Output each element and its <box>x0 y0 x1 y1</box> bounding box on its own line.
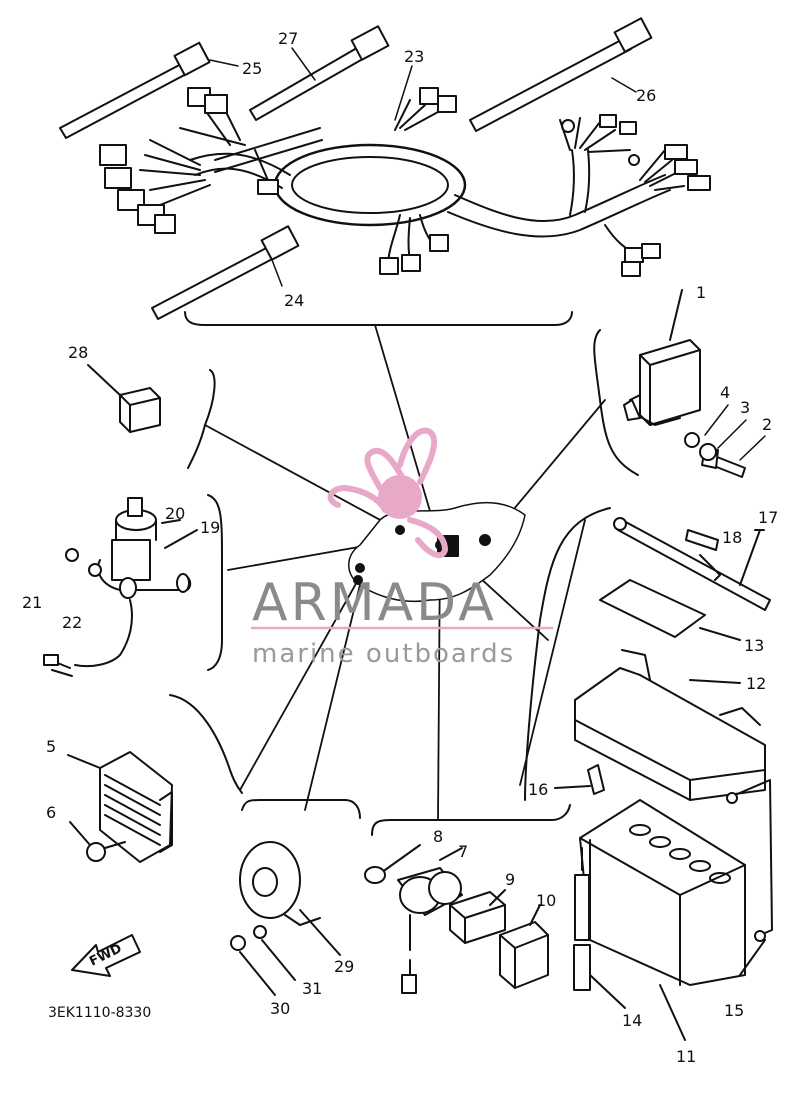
part-labels: 1 2 3 4 5 6 7 8 9 10 11 12 13 14 15 16 1… <box>22 29 778 1066</box>
sheet-13 <box>599 579 741 641</box>
battery-cover-12 <box>574 649 766 801</box>
part-label-15: 15 <box>724 1001 744 1020</box>
part-label-27: 27 <box>278 29 298 48</box>
starter-relay <box>364 844 463 994</box>
part-label-12: 12 <box>746 674 766 693</box>
fwd-arrow-icon <box>71 934 141 977</box>
watermark-brand: ARMADA <box>252 573 497 633</box>
bolt-30 <box>230 935 246 951</box>
part-label-31: 31 <box>302 979 322 998</box>
part-label-30: 30 <box>270 999 290 1018</box>
part-label-8: 8 <box>433 827 443 846</box>
washer-3 <box>699 443 717 461</box>
leader-31 <box>261 939 296 981</box>
cable-15 <box>726 779 773 976</box>
part-label-1: 1 <box>696 283 706 302</box>
washer-31 <box>253 925 267 939</box>
rectifier-regulator <box>67 751 173 863</box>
part-label-5: 5 <box>46 737 56 756</box>
part-label-17: 17 <box>758 508 778 527</box>
part-label-29: 29 <box>334 957 354 976</box>
battery-band-17 <box>613 517 771 611</box>
part-label-13: 13 <box>744 636 764 655</box>
screw-21 <box>65 548 79 562</box>
part-label-7: 7 <box>458 842 468 861</box>
part-label-20: 20 <box>165 504 185 523</box>
relay-10 <box>499 904 549 989</box>
part-label-9: 9 <box>505 870 515 889</box>
armada-logo <box>250 427 554 630</box>
part-label-4: 4 <box>720 383 730 402</box>
screw-6 <box>69 821 126 862</box>
part-label-18: 18 <box>722 528 742 547</box>
part-label-3: 3 <box>740 398 750 417</box>
part-label-6: 6 <box>46 803 56 822</box>
cover-28 <box>87 364 161 433</box>
horn <box>239 841 341 956</box>
section-brackets <box>169 329 639 836</box>
cable-ties <box>59 17 653 320</box>
battery-11 <box>579 799 746 1041</box>
main-switch <box>43 497 198 677</box>
part-label-2: 2 <box>762 415 772 434</box>
part-label-22: 22 <box>62 613 82 632</box>
part-label-23: 23 <box>404 47 424 66</box>
part-label-21: 21 <box>22 593 42 612</box>
vent-tube-14 <box>573 847 626 1009</box>
part-label-25: 25 <box>242 59 262 78</box>
part-label-24: 24 <box>284 291 304 310</box>
leader-30 <box>239 951 276 996</box>
part-label-16: 16 <box>528 780 548 799</box>
relay-9 <box>449 889 506 944</box>
part-label-11: 11 <box>676 1047 696 1066</box>
label-leaders <box>209 47 766 461</box>
part-label-14: 14 <box>622 1011 642 1030</box>
washer-4 <box>684 432 700 448</box>
bolt-18 <box>685 529 719 551</box>
part-label-19: 19 <box>200 518 220 537</box>
cdi-unit <box>623 289 701 426</box>
part-label-28: 28 <box>68 343 88 362</box>
part-label-26: 26 <box>636 86 656 105</box>
fitting-16 <box>554 764 605 795</box>
part-label-10: 10 <box>536 891 556 910</box>
watermark-tagline: marine outboards <box>252 639 515 669</box>
wire-harness <box>99 87 711 326</box>
drawing-code: 3EK1110-8330 <box>48 1005 151 1021</box>
washer-22 <box>88 563 102 577</box>
